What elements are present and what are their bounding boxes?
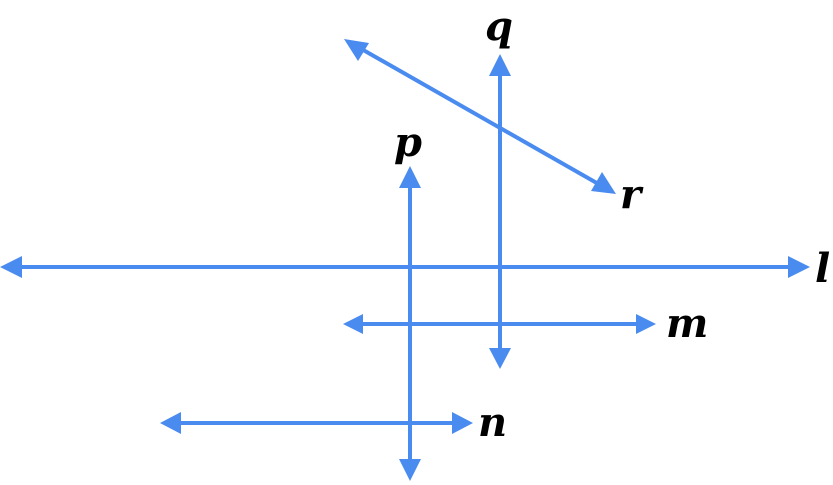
line-r: r — [344, 39, 644, 218]
line-n-label: n — [478, 399, 507, 446]
line-q-arrowhead-top — [489, 54, 511, 76]
line-n-arrowhead-right — [452, 412, 473, 434]
line-q: q — [485, 3, 513, 369]
line-r-shaft — [357, 45, 603, 188]
line-m-label: m — [666, 300, 708, 347]
line-l-arrowhead-right — [788, 256, 810, 278]
line-l: l — [0, 245, 830, 292]
line-p: p — [394, 119, 422, 481]
line-r-label: r — [620, 171, 644, 218]
line-m-arrowhead-left — [343, 314, 363, 334]
line-l-label: l — [815, 245, 830, 292]
line-p-arrowhead-top — [399, 166, 421, 188]
line-r-arrowhead-upper-left — [344, 39, 369, 61]
line-n: n — [160, 399, 507, 446]
line-q-label: q — [485, 3, 513, 50]
line-r-arrowhead-lower-right — [591, 172, 616, 194]
line-l-arrowhead-left — [0, 256, 22, 278]
line-m: m — [343, 300, 708, 347]
line-p-arrowhead-bottom — [399, 459, 421, 481]
line-n-arrowhead-left — [160, 412, 181, 434]
line-p-label: p — [394, 119, 422, 166]
line-m-arrowhead-right — [636, 314, 656, 334]
line-q-arrowhead-bottom — [489, 348, 511, 369]
